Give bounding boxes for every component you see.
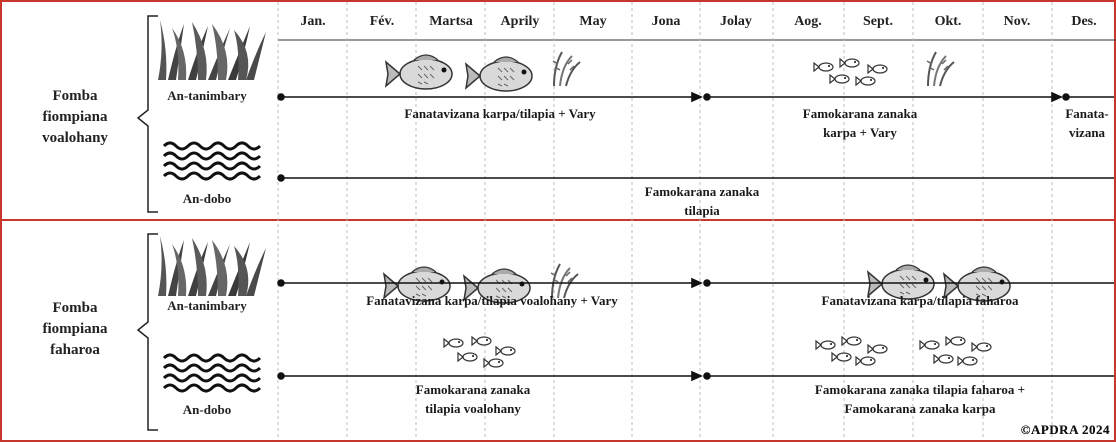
fingerlings-icon — [919, 336, 992, 366]
month-header: Nov. — [1003, 14, 1031, 29]
month-header: Des. — [1071, 14, 1097, 29]
activity-label: Fanatavizana karpa/tilapia faharoa — [821, 293, 1019, 308]
row-label: An-tanimbary — [167, 298, 247, 313]
month-header: Fév. — [369, 14, 395, 29]
fingerlings-icon — [815, 336, 888, 366]
activity-label: Fanata-vizana — [1065, 106, 1109, 140]
pond-water-icon — [162, 141, 262, 181]
rice-plant-icon — [158, 236, 266, 296]
carp-icon — [385, 54, 453, 90]
row-label: An-dobo — [182, 402, 232, 417]
system-label: Fomba fiompiana voalohany — [42, 88, 108, 146]
timeline-1b — [703, 91, 1063, 103]
activity-label: Famokarana zanaka tilapia voalohany — [415, 382, 531, 416]
month-header: Okt. — [934, 14, 962, 29]
timeline-2a — [277, 277, 703, 289]
month-header: Martsa — [429, 14, 473, 29]
timeline-2b — [703, 279, 1114, 287]
month-header: Sept. — [863, 14, 893, 29]
row-label: An-tanimbary — [167, 88, 247, 103]
timeline-1a — [277, 91, 703, 103]
fingerlings-icon — [443, 336, 516, 368]
brace-2 — [136, 233, 158, 431]
month-header: May — [579, 14, 607, 29]
month-header: Jona — [651, 14, 681, 29]
rice-sprout-icon — [926, 51, 955, 87]
timeline-2c — [277, 370, 703, 382]
month-header: Jolay — [720, 14, 752, 29]
timeline-2d — [703, 372, 1114, 380]
row-label: An-dobo — [182, 191, 232, 206]
copyright: ©APDRA 2024 — [1020, 422, 1110, 437]
activity-label: Fanatavizana karpa/tilapia + Vary — [404, 106, 596, 121]
activity-label: Fanatavizana karpa/tilapia voalohany + V… — [366, 293, 618, 308]
activity-label: Famokarana zanaka karpa + Vary — [802, 106, 918, 140]
rice-sprout-icon — [552, 51, 581, 87]
activity-label: Famokarana zanaka tilapia faharoa + Famo… — [814, 382, 1026, 416]
tilapia-icon — [465, 56, 533, 92]
month-header: Aog. — [794, 14, 822, 29]
rice-plant-icon — [158, 20, 266, 80]
pond-water-icon — [162, 353, 262, 393]
fingerlings-icon — [813, 58, 888, 86]
activity-label: Famokarana zanaka tilapia — [644, 184, 760, 218]
system-label: Fomba fiompiana faharoa — [42, 300, 108, 358]
brace-1 — [136, 15, 158, 213]
timeline-1d — [277, 174, 1114, 182]
month-header: Jan. — [300, 14, 326, 29]
month-header: Aprily — [500, 14, 540, 29]
timeline-1c — [1062, 93, 1114, 101]
